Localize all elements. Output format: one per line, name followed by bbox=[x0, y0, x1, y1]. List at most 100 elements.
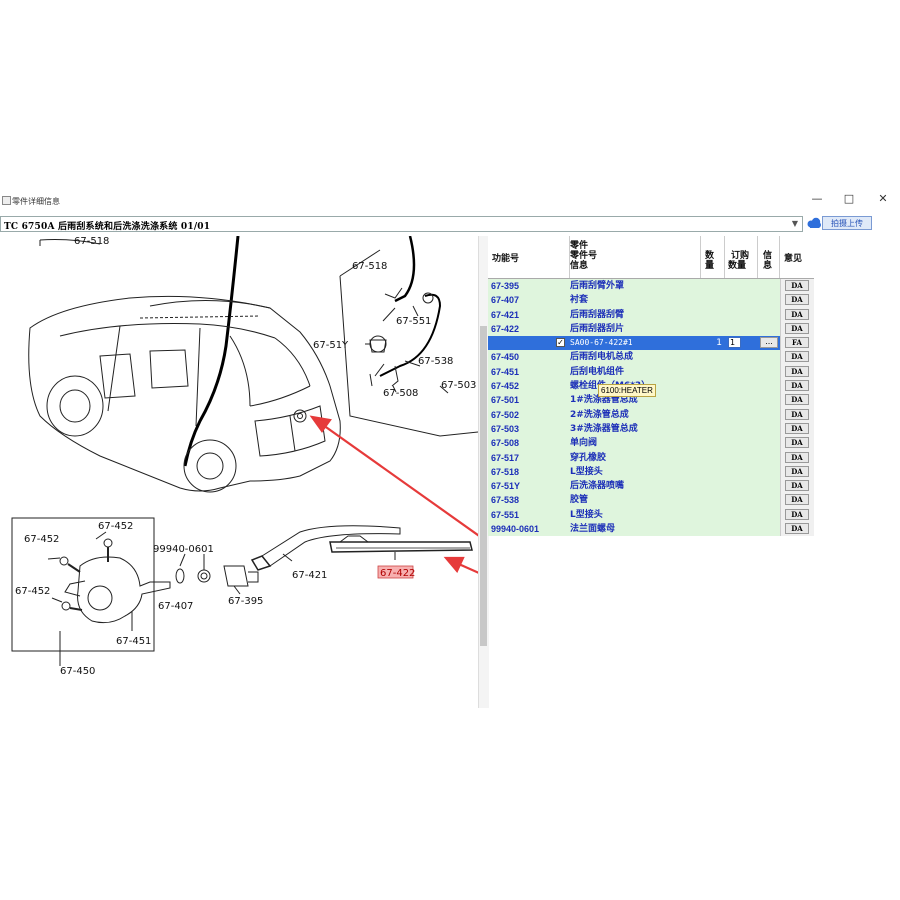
label-67-503: 67-503 bbox=[441, 380, 476, 391]
cell-code: 67-422 bbox=[491, 323, 520, 334]
chevron-down-icon[interactable]: ▼ bbox=[791, 219, 799, 228]
opinion-button[interactable]: DA bbox=[785, 494, 809, 506]
opinion-button[interactable]: DA bbox=[785, 437, 809, 449]
cell-code: 67-518 bbox=[491, 466, 520, 477]
opinion-button[interactable]: DA bbox=[785, 451, 809, 463]
opinion-button[interactable]: DA bbox=[785, 308, 809, 320]
cell-code: 67-503 bbox=[491, 423, 520, 434]
cell-part-name: 胶管 bbox=[570, 495, 589, 506]
cell-part-name: 1#洗涤器管总成 bbox=[570, 395, 638, 406]
cell-code: 67-517 bbox=[491, 452, 520, 463]
cell-code: 67-501 bbox=[491, 395, 520, 406]
order-qty-input[interactable]: 1 bbox=[728, 337, 741, 349]
row-checkbox[interactable]: ✓ bbox=[556, 338, 565, 348]
table-row[interactable]: 67-551 L型接头 DA bbox=[488, 507, 814, 523]
row-background bbox=[488, 507, 780, 523]
label-67-421: 67-421 bbox=[292, 570, 327, 581]
info-button[interactable]: ... bbox=[760, 337, 778, 349]
cell-part-name: 2#洗涤管总成 bbox=[570, 409, 629, 420]
minimize-button[interactable]: — bbox=[811, 192, 823, 205]
cell-code: 67-508 bbox=[491, 438, 520, 449]
table-row[interactable]: 67-501 1#洗涤器管总成 DA bbox=[488, 393, 814, 408]
cell-code: 67-452 bbox=[491, 381, 520, 392]
row-background bbox=[488, 321, 780, 337]
col-header-code[interactable]: 功能号 bbox=[488, 236, 570, 278]
col-header-order[interactable]: 订购 数量 bbox=[725, 236, 758, 278]
cell-part-name: 后刮电机组件 bbox=[570, 366, 625, 377]
opinion-button[interactable]: DA bbox=[785, 394, 809, 406]
col-header-opinion[interactable]: 意见 bbox=[784, 254, 803, 264]
opinion-button[interactable]: DA bbox=[785, 465, 809, 477]
label-67-51y: 67-51Y bbox=[313, 340, 349, 351]
opinion-button[interactable]: DA bbox=[785, 480, 809, 492]
diagram-select[interactable]: TC 6750A 后雨刮系统和后洗涤洗涤系统 01/01 ▼ bbox=[0, 216, 803, 232]
table-row[interactable]: 67-422 后雨刮器刮片 DA bbox=[488, 321, 814, 337]
row-background bbox=[488, 407, 780, 422]
opinion-button[interactable]: DA bbox=[785, 294, 809, 306]
opinion-button[interactable]: DA bbox=[785, 508, 809, 520]
diagram-scrollbar[interactable] bbox=[478, 236, 489, 708]
cell-part-name: 3#洗涤器管总成 bbox=[570, 423, 638, 434]
cloud-upload-icon[interactable] bbox=[805, 214, 823, 232]
label-99940-0601: 99940-0601 bbox=[153, 544, 214, 555]
scrollbar-thumb[interactable] bbox=[480, 326, 487, 646]
row-background bbox=[488, 479, 780, 494]
col-header-qty[interactable]: 数 量 bbox=[701, 236, 725, 278]
window-title: 零件详细信息 bbox=[12, 197, 60, 206]
opinion-button[interactable]: DA bbox=[785, 322, 809, 334]
opinion-button[interactable]: DA bbox=[785, 280, 809, 291]
row-background bbox=[488, 421, 780, 437]
close-button[interactable]: ✕ bbox=[878, 192, 888, 205]
opinion-button[interactable]: FA bbox=[785, 337, 809, 349]
opinion-button[interactable]: DA bbox=[785, 422, 809, 434]
row-background bbox=[488, 307, 780, 322]
col-header-part[interactable]: 零件 零件号 信息 bbox=[570, 236, 701, 278]
maximize-button[interactable]: □ bbox=[843, 192, 855, 205]
label-67-450: 67-450 bbox=[60, 666, 95, 677]
title-bar: 零件详细信息 — □ ✕ bbox=[0, 190, 900, 212]
col-header-info[interactable]: 信 息 bbox=[758, 236, 780, 278]
cell-code: 67-451 bbox=[491, 366, 520, 377]
table-header: 功能号 零件 零件号 信息 数 量 订购 数量 信 息 意见 bbox=[488, 236, 814, 279]
opinion-button[interactable]: DA bbox=[785, 351, 809, 363]
label-67-395: 67-395 bbox=[228, 596, 263, 607]
table-row[interactable]: 67-451 后刮电机组件 DA bbox=[488, 364, 814, 380]
label-67-451: 67-451 bbox=[116, 636, 151, 647]
app-icon bbox=[2, 196, 11, 205]
cell-code: 67-551 bbox=[491, 509, 520, 520]
label-67-422: 67-422 bbox=[380, 568, 415, 579]
label-67-452-b: 67-452 bbox=[24, 534, 59, 545]
photo-upload-button[interactable]: 拍摄上传 bbox=[822, 216, 872, 230]
parts-diagram: 67-518 67-518 67-551 67-51Y 67-538 67-50… bbox=[0, 236, 478, 708]
cell-part-name: L型接头 bbox=[570, 466, 603, 477]
row-background bbox=[488, 493, 780, 508]
cell-code: 67-407 bbox=[491, 295, 520, 306]
opinion-button[interactable]: DA bbox=[785, 408, 809, 420]
cell-part-name: L型接头 bbox=[570, 509, 603, 520]
cell-code: 67-51Y bbox=[491, 481, 521, 492]
opinion-button[interactable]: DA bbox=[785, 380, 809, 392]
table-row[interactable]: 67-518 L型接头 DA bbox=[488, 464, 814, 480]
tooltip: 6100:HEATER bbox=[598, 384, 656, 398]
row-background bbox=[488, 279, 780, 294]
opinion-button[interactable]: DA bbox=[785, 523, 809, 535]
opinion-button[interactable]: DA bbox=[785, 365, 809, 377]
parts-table: 功能号 零件 零件号 信息 数 量 订购 数量 信 息 意见 bbox=[488, 236, 814, 537]
cell-part-name: 法兰面螺母 bbox=[570, 524, 616, 535]
label-67-551: 67-551 bbox=[396, 316, 431, 327]
cell-part-name: 后雨刮器刮片 bbox=[570, 323, 625, 334]
row-background bbox=[488, 522, 780, 537]
label-67-518-top: 67-518 bbox=[74, 236, 109, 247]
table-row[interactable]: 67-503 3#洗涤器管总成 DA bbox=[488, 421, 814, 437]
